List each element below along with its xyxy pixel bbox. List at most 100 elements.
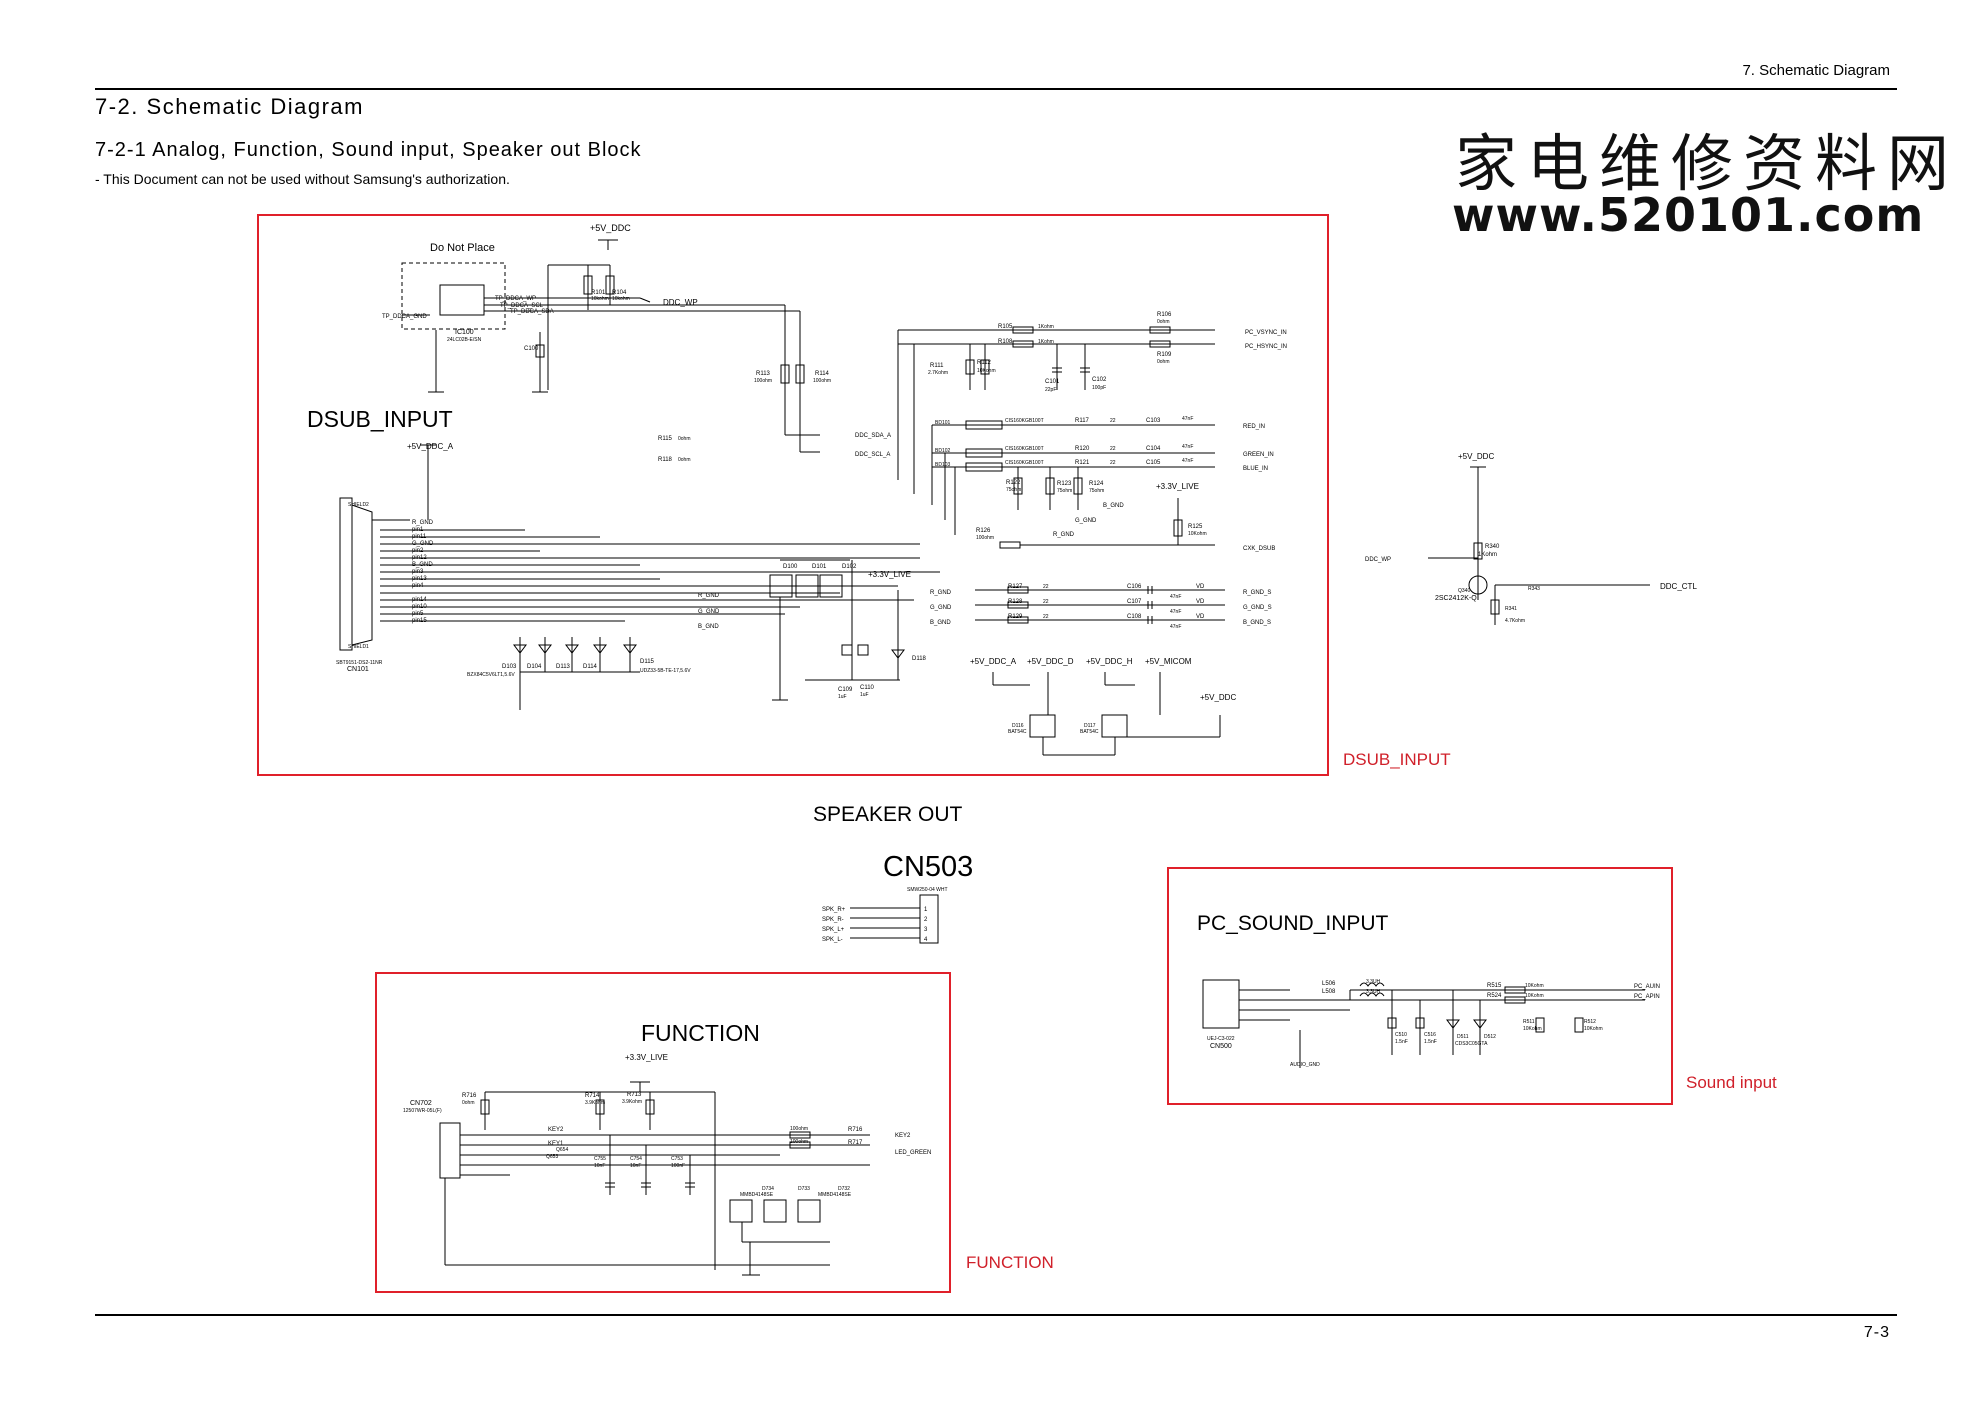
c753-val: 100nF	[671, 1163, 685, 1169]
audio-gnd: AUDIO_GND	[1290, 1062, 1320, 1068]
pin-g-gnd: G_GND	[412, 541, 434, 547]
tp-ddca-gnd: TP_DDCA_GND	[382, 314, 427, 320]
r714: R714	[585, 1093, 600, 1099]
l508: L508	[1322, 989, 1336, 995]
r716-top-val: 0ohm	[462, 1100, 475, 1106]
pin-2: pin2	[412, 548, 424, 554]
pc-apin-net: PC_APIN	[1634, 994, 1660, 1000]
pc-vsync-in-net: PC_VSYNC_IN	[1245, 330, 1287, 336]
c100-ref: C100	[524, 346, 539, 352]
c109-val: 1uF	[838, 694, 847, 700]
r127-val: 22	[1043, 584, 1049, 590]
cn503-pin-3: 3	[924, 927, 928, 933]
q654: Q654	[556, 1147, 568, 1153]
tp-ddca-sda: TP_DDCA_SDA	[510, 309, 554, 315]
dsub-input-title: DSUB_INPUT	[307, 406, 453, 432]
sound-input-caption: Sound input	[1686, 1073, 1777, 1092]
bd102: BD102	[935, 448, 951, 454]
c105-val: 47nF	[1182, 458, 1193, 464]
c101-val: 22pF	[1045, 387, 1056, 393]
g-gnd-s-net: G_GND_S	[1243, 605, 1272, 611]
r123: R123	[1057, 481, 1072, 487]
pin-r-gnd: R_GND	[412, 520, 434, 526]
r126: R126	[976, 528, 991, 534]
q653: Q653	[546, 1154, 558, 1160]
r717-val: 100ohm	[790, 1139, 808, 1145]
d512: D512	[1484, 1034, 1496, 1040]
shield1-label: SHIELD1	[348, 644, 369, 650]
cn503-part: SMW250-04 WHT	[907, 887, 948, 893]
r108: R108	[998, 339, 1013, 345]
r524-val: 10Kohm	[1525, 993, 1544, 999]
bd101: BD101	[935, 420, 951, 426]
b-gnd-s-net: B_GND_S	[1243, 620, 1271, 626]
r115: R115	[658, 436, 673, 442]
l506: L506	[1322, 981, 1336, 987]
r109: R109	[1157, 352, 1172, 358]
c104-val: 47nF	[1182, 444, 1193, 450]
c108: C108	[1127, 614, 1142, 620]
rail-5v-ddc-a-bottom: +5V_DDC_A	[970, 657, 1017, 666]
r511-val: 10Kohm	[1523, 1026, 1542, 1032]
c754: C754	[630, 1156, 642, 1162]
r511: R511	[1523, 1019, 1535, 1025]
rail-3v3-live-b: +3.3V_LIVE	[868, 570, 911, 579]
r106-val: 0ohm	[1157, 319, 1170, 325]
cn503-pin-4: 4	[924, 937, 928, 943]
r-gnd-out-net: R_GND	[698, 593, 720, 599]
c104: C104	[1146, 446, 1161, 452]
d102: D102	[842, 564, 857, 570]
r524: R524	[1487, 993, 1502, 999]
function-title: FUNCTION	[641, 1020, 760, 1046]
c108-val: 47nF	[1170, 624, 1181, 630]
c516: C516	[1424, 1032, 1436, 1038]
g-gnd-net: G_GND	[1075, 518, 1097, 524]
c755: C755	[594, 1156, 606, 1162]
d116-part: BAT54C	[1008, 729, 1027, 735]
page-title: 7-2. Schematic Diagram	[95, 94, 364, 119]
ddc-wp-net: DDC_WP	[663, 298, 698, 307]
d104: D104	[527, 664, 542, 670]
rail-5v-ddc-bottom: +5V_DDC	[1200, 693, 1236, 702]
cn503-pin-2: 2	[924, 917, 928, 923]
r105: R105	[998, 324, 1013, 330]
rail-3v3-live-a: +3.3V_LIVE	[1156, 482, 1199, 491]
pin-4: pin4	[412, 583, 424, 589]
authorization-note: - This Document can not be used without …	[95, 171, 510, 187]
r129-val: 22	[1043, 614, 1049, 620]
r113-val: 100ohm	[754, 378, 772, 384]
b-gnd-in-net: B_GND	[930, 620, 951, 626]
c516-val: 1.5nF	[1424, 1039, 1437, 1045]
vd-label-3: VD	[1196, 614, 1205, 620]
vd-label-1: VD	[1196, 584, 1205, 590]
r118-val: 0ohm	[678, 457, 691, 463]
r716-bottom: R716	[848, 1127, 863, 1133]
c754-val: 10nF	[630, 1163, 641, 1169]
pc-hsync-in-net: PC_HSYNC_IN	[1245, 344, 1287, 350]
r101-val: 10kohm	[591, 296, 609, 302]
r127: R127	[1008, 584, 1023, 590]
ic100-ref: IC100	[455, 329, 474, 336]
q340-part: 2SC2412K-Q	[1435, 595, 1477, 602]
c102-val: 100pF	[1092, 385, 1106, 391]
d115-part: UDZ33-5B-TE-17,5.6V	[640, 668, 691, 674]
bd102-part: CIS160KGB100T	[1005, 446, 1044, 452]
r111-val: 2.7Kohm	[928, 370, 948, 376]
r713: R713	[627, 1092, 642, 1098]
function-block	[375, 972, 951, 1293]
q340-ref: Q340	[1458, 588, 1470, 594]
pin-12: pin12	[412, 555, 427, 561]
cn702-part: 12507WR-05L(F)	[403, 1108, 442, 1114]
pin-15: pin15	[412, 618, 427, 624]
r124: R124	[1089, 481, 1104, 487]
aux-ddc-wp: DDC_WP	[1365, 557, 1391, 563]
r117-val: 22	[1110, 418, 1116, 424]
r121: R121	[1075, 460, 1090, 466]
d103-part: BZX84C5V6LT1,5.6V	[467, 672, 515, 678]
r118: R118	[658, 457, 673, 463]
header-rule	[95, 88, 1897, 90]
key1-net-a: KEY1	[548, 1141, 564, 1147]
spk-l-plus: SPK_L+	[822, 927, 845, 933]
r120: R120	[1075, 446, 1090, 452]
